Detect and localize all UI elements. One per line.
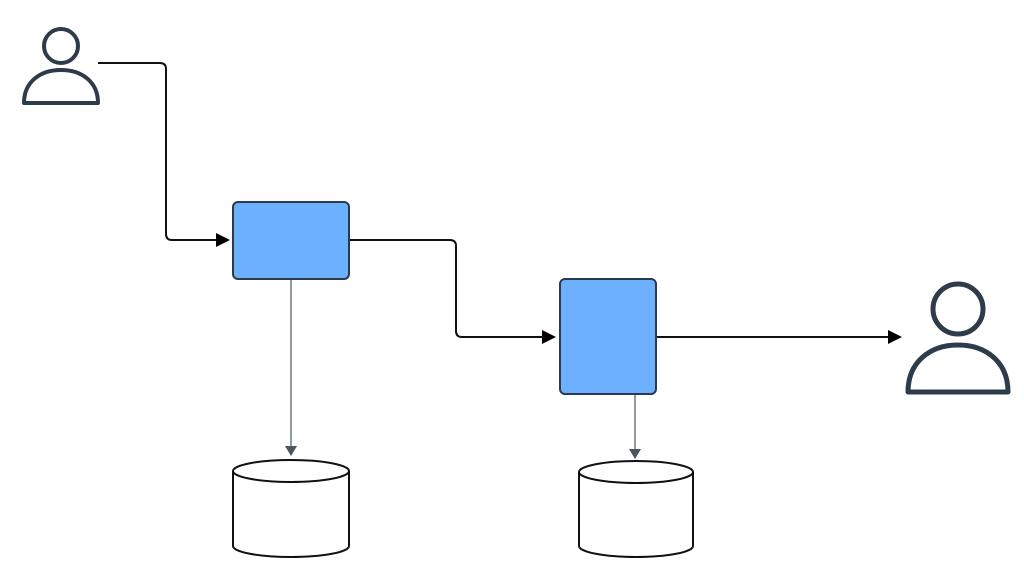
process-box <box>232 201 350 280</box>
database-icon <box>578 460 694 558</box>
store-1[interactable] <box>232 459 350 558</box>
edge-process-1-to-process-2[interactable] <box>349 239 556 344</box>
process-2[interactable] <box>559 278 657 395</box>
person-icon <box>905 281 1011 395</box>
store-2[interactable] <box>578 460 694 558</box>
process-box <box>559 278 657 395</box>
edge-actor-source-to-process-1[interactable] <box>98 62 230 247</box>
actor-source[interactable] <box>22 27 100 105</box>
edges-layer <box>98 62 902 459</box>
person-icon <box>22 27 100 105</box>
process-1[interactable] <box>232 201 350 280</box>
database-icon <box>232 459 350 558</box>
actor-target[interactable] <box>905 281 1011 395</box>
